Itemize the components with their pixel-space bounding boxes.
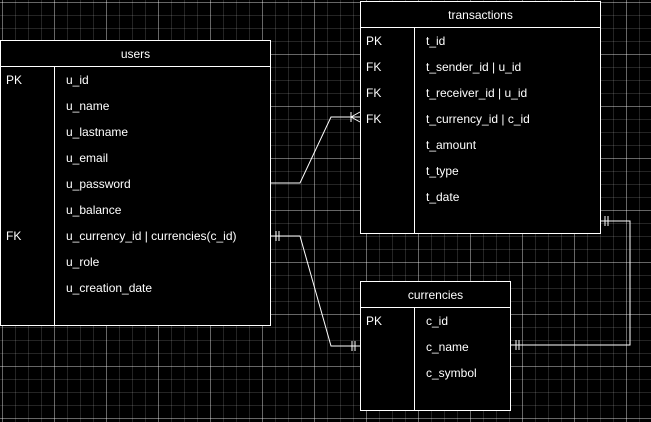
table-row[interactable]: u_creation_date bbox=[1, 275, 270, 301]
field-name: u_creation_date bbox=[66, 281, 153, 295]
table-row[interactable]: u_balance bbox=[1, 197, 270, 223]
table-row[interactable]: FK t_sender_id | u_id bbox=[361, 54, 600, 80]
key-label: PK bbox=[366, 314, 383, 328]
field-name: t_amount bbox=[426, 138, 477, 152]
field-name: t_type bbox=[426, 164, 459, 178]
field-name: c_name bbox=[426, 340, 469, 354]
field-name: u_id bbox=[66, 73, 89, 87]
entity-title: users bbox=[1, 41, 270, 67]
field-name: u_balance bbox=[66, 203, 122, 217]
field-name: u_lastname bbox=[66, 125, 129, 139]
field-name: t_date bbox=[426, 190, 460, 204]
entity-currencies[interactable]: currencies PK c_id c_name c_symbol bbox=[360, 281, 511, 411]
field-name: u_name bbox=[66, 99, 110, 113]
entity-title: currencies bbox=[361, 282, 510, 308]
field-name: c_id bbox=[426, 314, 449, 328]
field-name: t_sender_id | u_id bbox=[426, 60, 522, 74]
table-row[interactable]: PK c_id bbox=[361, 308, 510, 334]
table-row[interactable]: t_type bbox=[361, 158, 600, 184]
table-row[interactable]: u_lastname bbox=[1, 119, 270, 145]
key-label: FK bbox=[366, 86, 382, 100]
field-name: t_receiver_id | u_id bbox=[426, 86, 528, 100]
key-label: PK bbox=[366, 34, 383, 48]
table-row[interactable]: c_name bbox=[361, 334, 510, 360]
key-column-divider bbox=[361, 28, 415, 233]
table-row[interactable]: t_amount bbox=[361, 132, 600, 158]
field-name: t_currency_id | c_id bbox=[426, 112, 530, 126]
field-name: u_email bbox=[66, 151, 109, 165]
table-row[interactable]: c_symbol bbox=[361, 360, 510, 386]
table-row[interactable]: u_email bbox=[1, 145, 270, 171]
table-row[interactable]: FK t_currency_id | c_id bbox=[361, 106, 600, 132]
table-row[interactable]: u_role bbox=[1, 249, 270, 275]
field-name: c_symbol bbox=[426, 366, 477, 380]
key-label: FK bbox=[366, 60, 382, 74]
table-row[interactable]: FK u_currency_id | currencies(c_id) bbox=[1, 223, 270, 249]
key-column-divider bbox=[361, 308, 415, 410]
table-row[interactable]: FK t_receiver_id | u_id bbox=[361, 80, 600, 106]
table-row[interactable]: t_date bbox=[361, 184, 600, 210]
field-name: t_id bbox=[426, 34, 446, 48]
relationship-transactions-currencies[interactable] bbox=[511, 216, 631, 350]
entity-title: transactions bbox=[361, 2, 600, 28]
key-label: PK bbox=[6, 73, 23, 87]
table-row[interactable]: u_password bbox=[1, 171, 270, 197]
table-row[interactable]: PK u_id bbox=[1, 67, 270, 93]
table-row[interactable]: PK t_id bbox=[361, 28, 600, 54]
table-row[interactable]: u_name bbox=[1, 93, 270, 119]
entity-transactions[interactable]: transactions PK t_id FK t_sender_id | u_id… bbox=[360, 1, 601, 234]
field-name: u_password bbox=[66, 177, 131, 191]
relationship-users-transactions[interactable] bbox=[271, 111, 361, 184]
entity-users[interactable]: users PK u_id u_name u_lastname u_email u… bbox=[0, 40, 271, 326]
relationship-users-currencies[interactable] bbox=[271, 231, 360, 351]
field-name: u_role bbox=[66, 255, 100, 269]
key-label: FK bbox=[366, 112, 382, 126]
key-label: FK bbox=[6, 229, 22, 243]
key-column-divider bbox=[1, 67, 55, 325]
field-name: u_currency_id | currencies(c_id) bbox=[66, 229, 237, 243]
